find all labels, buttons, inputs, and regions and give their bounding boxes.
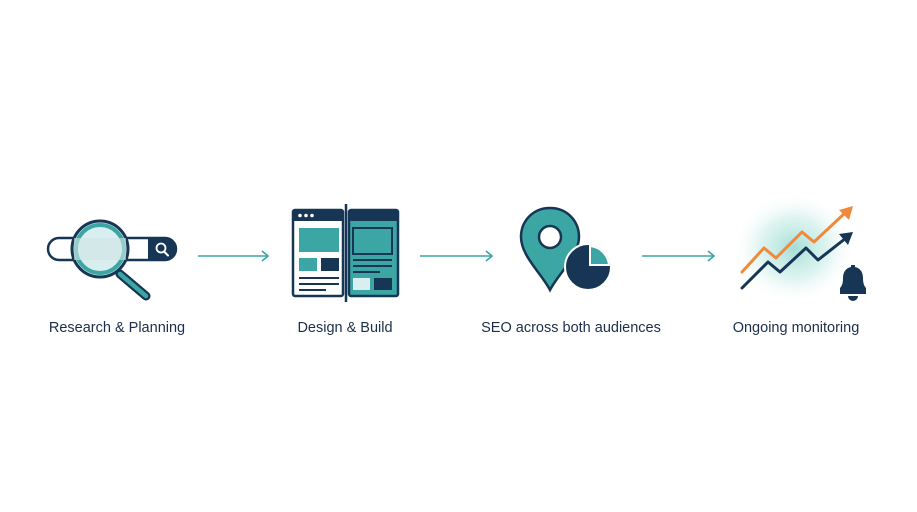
- web-layout-icon: [291, 204, 400, 302]
- step-label-research: Research & Planning: [48, 320, 186, 336]
- step-label-monitoring: Ongoing monitoring: [732, 320, 860, 336]
- map-pin-pie-chart-icon: [519, 206, 612, 293]
- arrow-3: [642, 250, 716, 262]
- step-label-seo: SEO across both audiences: [481, 320, 661, 336]
- arrow-2: [420, 250, 494, 262]
- arrow-1: [198, 250, 270, 262]
- trend-lines-bell-icon: [732, 192, 866, 304]
- magnifier-search-bar-icon: [46, 219, 178, 301]
- step-label-design: Design & Build: [297, 320, 393, 336]
